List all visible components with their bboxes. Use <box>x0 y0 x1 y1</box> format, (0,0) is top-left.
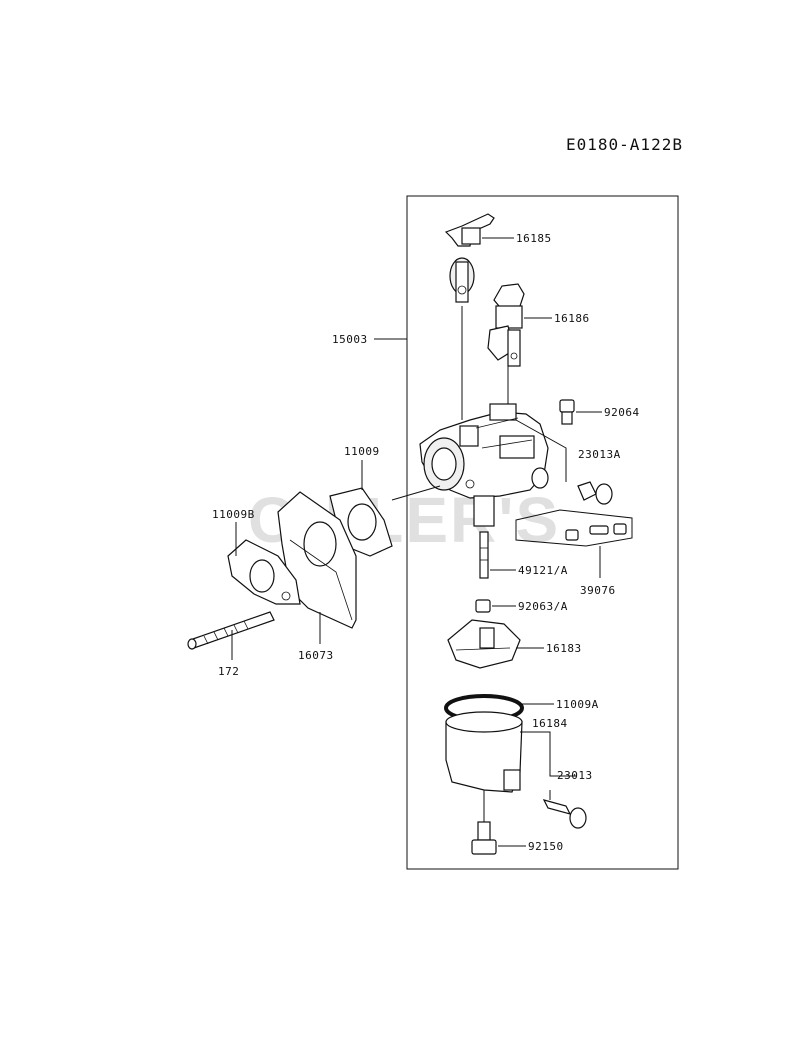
plug-92063a-part <box>475 599 491 613</box>
label-11009a: 11009A <box>556 698 599 711</box>
connector-11009 <box>391 485 441 501</box>
leader-23013a <box>515 419 567 482</box>
throttle-shaft-part <box>487 283 525 404</box>
label-92150: 92150 <box>528 840 564 853</box>
label-16186: 16186 <box>554 312 590 325</box>
label-16185: 16185 <box>516 232 552 245</box>
choke-lever-part <box>444 213 495 420</box>
screw-23013-part <box>542 799 587 829</box>
label-92063a: 92063/A <box>518 600 568 613</box>
label-92064: 92064 <box>604 406 640 419</box>
label-11009: 11009 <box>344 445 380 458</box>
label-23013: 23013 <box>557 769 593 782</box>
float-bowl-16184-part <box>445 711 523 793</box>
label-11009b: 11009B <box>212 508 255 521</box>
nozzle-49121a-part <box>479 531 489 579</box>
label-49121a: 49121/A <box>518 564 568 577</box>
label-15003: 15003 <box>332 333 368 346</box>
label-16183: 16183 <box>546 642 582 655</box>
diagram-code: E0180-A122B <box>566 135 683 154</box>
drain-bolt-92150-part <box>471 790 497 855</box>
leader-16184 <box>520 731 551 758</box>
jet-kit-39076-part <box>515 509 633 547</box>
leader-23013 <box>549 758 576 777</box>
gasket-11009b-part <box>227 539 301 605</box>
label-39076: 39076 <box>580 584 616 597</box>
screw-92064-part <box>559 399 575 425</box>
label-172: 172 <box>218 665 239 678</box>
stud-bolt-172-part <box>187 611 275 650</box>
label-16073: 16073 <box>298 649 334 662</box>
screw-23013a-part <box>577 481 613 505</box>
carburetor-body-part <box>419 403 549 527</box>
label-16184: 16184 <box>532 717 568 730</box>
assembly-frame <box>406 195 679 870</box>
float-16183-part <box>447 619 521 669</box>
label-23013a: 23013A <box>578 448 621 461</box>
